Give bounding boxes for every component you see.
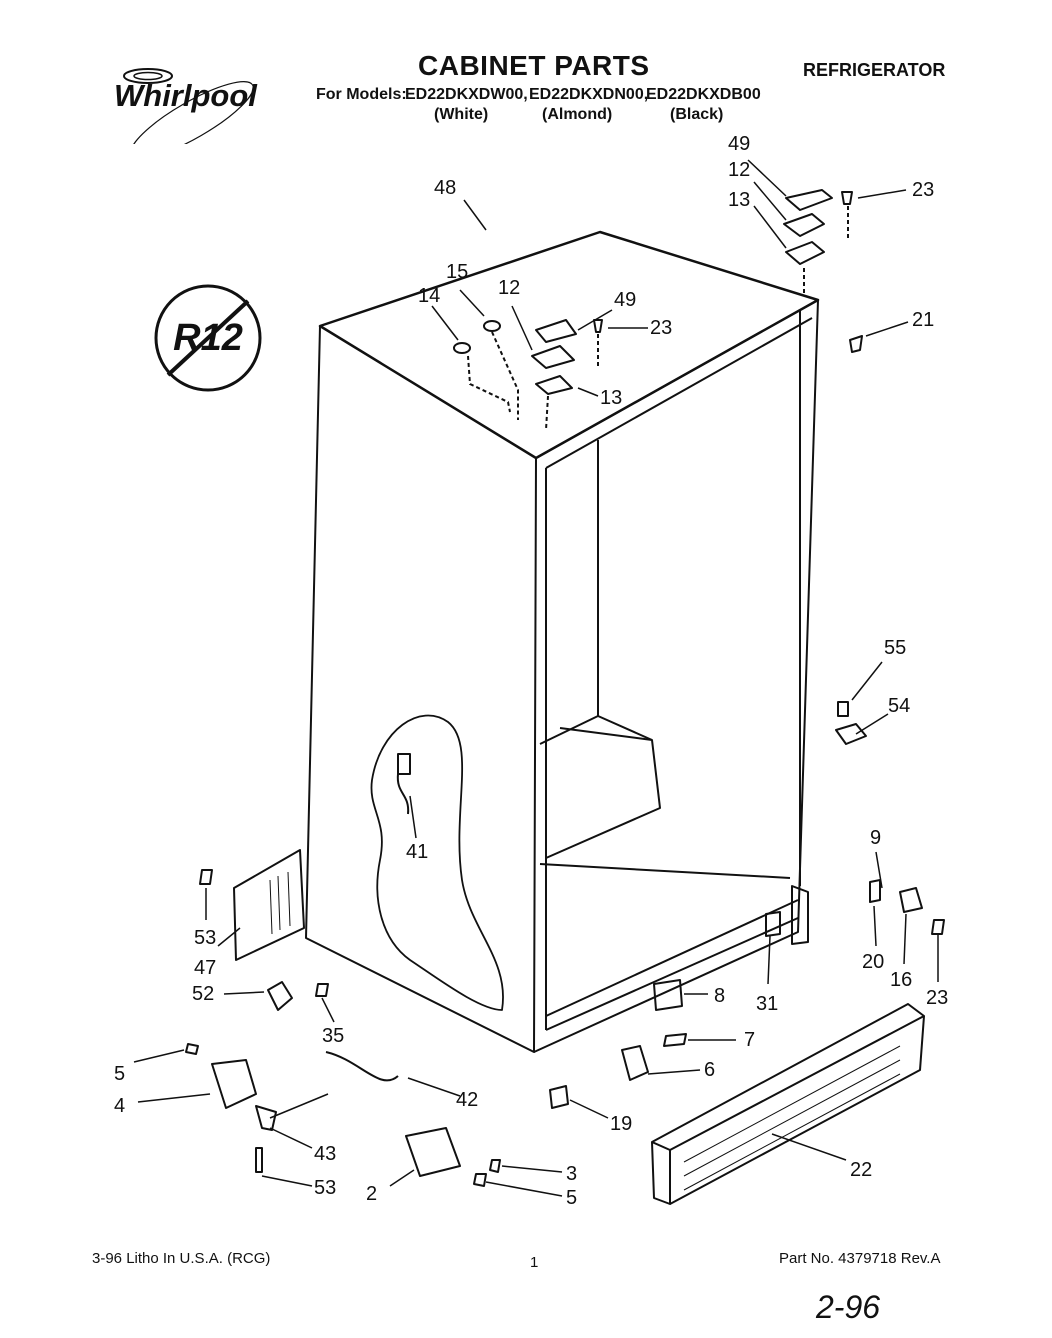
callout-label: 6: [704, 1059, 715, 1081]
callout-label: 7: [744, 1029, 755, 1051]
callout-label: 53: [194, 927, 216, 949]
model-color: (White): [434, 106, 489, 123]
callout-label: 22: [850, 1159, 872, 1181]
rear-access-cover: [233, 849, 305, 961]
small-hardware: [185, 335, 945, 1187]
callout-label: 21: [912, 309, 934, 331]
callout-label: 15: [446, 261, 468, 283]
top-hinge-right: [783, 189, 853, 296]
callout-label: 2: [366, 1183, 377, 1205]
callout-label: 43: [314, 1143, 336, 1165]
callout-label: 14: [418, 285, 440, 307]
models-label: For Models:: [316, 86, 407, 103]
callout-label: 31: [756, 993, 778, 1015]
no-r12-badge: R12: [154, 284, 262, 392]
callout-label: 55: [884, 637, 906, 659]
footer-print-info: 3-96 Litho In U.S.A. (RCG): [92, 1250, 271, 1267]
callout-label: 42: [456, 1089, 478, 1111]
callout-label: 48: [434, 177, 456, 199]
callout-label: 5: [114, 1063, 125, 1085]
callout-label: 20: [862, 951, 884, 973]
callout-label: 13: [728, 189, 750, 211]
callout-label: 8: [714, 985, 725, 1007]
footer-page-number: 1: [530, 1254, 539, 1271]
callout-label: 23: [912, 179, 934, 201]
callout-label: 12: [498, 277, 520, 299]
callout-label: 3: [566, 1163, 577, 1185]
page-title: CABINET PARTS: [418, 50, 650, 81]
callout-label: 23: [650, 317, 672, 339]
callout-label: 53: [314, 1177, 336, 1199]
callout-label: 19: [610, 1113, 632, 1135]
callout-label: 9: [870, 827, 881, 849]
brand-wordmark: Whirlpool: [114, 78, 258, 113]
model-number: ED22DKXDW00,: [405, 86, 528, 103]
model-number: ED22DKXDB00: [646, 86, 761, 103]
callout-label: 49: [614, 289, 636, 311]
cabinet-shell: [305, 230, 820, 1053]
callout-label: 16: [890, 969, 912, 991]
base-grille: [651, 1003, 925, 1205]
callout-label: 49: [728, 133, 750, 155]
callout-label: 47: [194, 957, 216, 979]
handwritten-note: 2-96: [815, 1289, 880, 1325]
callout-label: 5: [566, 1187, 577, 1209]
callout-label: 35: [322, 1025, 344, 1047]
whirlpool-logo: Whirlpool: [108, 64, 278, 159]
badge-text: R12: [173, 317, 243, 359]
category-label: REFRIGERATOR: [803, 60, 946, 80]
callout-label: 12: [728, 159, 750, 181]
callout-label: 52: [192, 983, 214, 1005]
callout-label: 4: [114, 1095, 125, 1117]
callout-label: 13: [600, 387, 622, 409]
callout-label: 41: [406, 841, 428, 863]
model-color: (Almond): [542, 106, 613, 123]
footer-part-number: Part No. 4379718 Rev.A: [779, 1250, 941, 1267]
callout-label: 54: [888, 695, 910, 717]
whirlpool-logo-graphic: Whirlpool: [114, 68, 258, 159]
model-color: (Black): [670, 106, 724, 123]
top-hinge-left: [453, 319, 603, 431]
drain-hose: [396, 753, 411, 815]
callout-label: 23: [926, 987, 948, 1009]
model-number: ED22DKXDN00,: [529, 86, 649, 103]
